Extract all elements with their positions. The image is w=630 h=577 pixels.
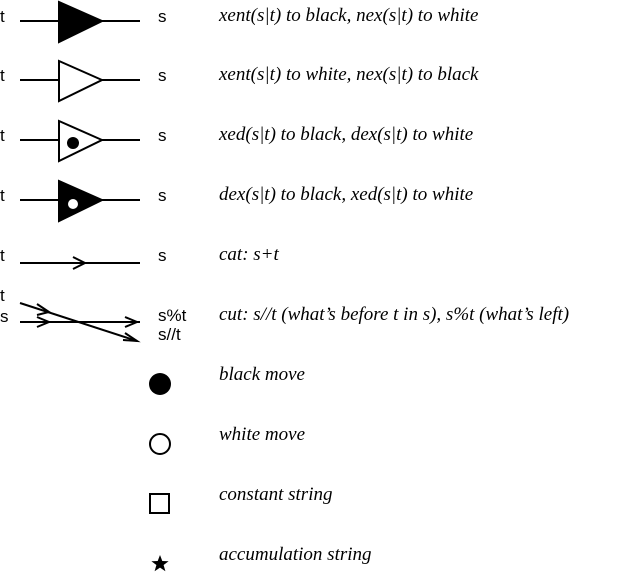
input-label-t: t bbox=[0, 66, 5, 85]
input-label-s: s bbox=[0, 307, 9, 326]
cat-arrow-icon bbox=[20, 256, 140, 270]
constant-string-square-icon bbox=[149, 493, 170, 514]
white-move-open-circle-icon bbox=[149, 433, 171, 455]
input-label-t: t bbox=[0, 186, 5, 205]
output-label-s-div-t: s//t bbox=[158, 325, 181, 344]
description-black-move: black move bbox=[219, 364, 305, 385]
description-xent-white: xent(s|t) to white, nex(s|t) to black bbox=[219, 64, 479, 85]
cut-crossing-arrows-icon bbox=[19, 302, 141, 343]
input-label-t: t bbox=[0, 246, 5, 265]
description-xent-black: xent(s|t) to black, nex(s|t) to white bbox=[219, 5, 479, 26]
input-label-t: t bbox=[0, 126, 5, 145]
description-accumulation-string: accumulation string bbox=[219, 544, 372, 565]
filled-triangle-white-dot-gate-icon bbox=[20, 179, 140, 223]
output-label-s: s bbox=[158, 246, 167, 265]
description-xed-black: xed(s|t) to black, dex(s|t) to white bbox=[219, 124, 474, 145]
filled-triangle-gate-icon bbox=[20, 0, 140, 44]
description-constant-string: constant string bbox=[219, 484, 333, 505]
open-triangle-black-dot-gate-icon bbox=[20, 119, 140, 163]
description-dex-black: dex(s|t) to black, xed(s|t) to white bbox=[219, 184, 474, 205]
description-cat: cat: s+t bbox=[219, 244, 279, 265]
output-label-s-mod-t: s%t bbox=[158, 306, 187, 325]
input-label-t: t bbox=[0, 286, 5, 305]
input-label-t: t bbox=[0, 7, 5, 26]
description-cut: cut: s//t (what’s before t in s), s%t (w… bbox=[219, 304, 570, 325]
output-label-s: s bbox=[158, 7, 167, 26]
output-label-s: s bbox=[158, 66, 167, 85]
open-triangle-gate-icon bbox=[20, 59, 140, 103]
output-label-s: s bbox=[158, 186, 167, 205]
black-move-filled-circle-icon bbox=[149, 373, 171, 395]
output-label-s: s bbox=[158, 126, 167, 145]
description-white-move: white move bbox=[219, 424, 306, 445]
accumulation-string-star-icon bbox=[151, 555, 169, 572]
